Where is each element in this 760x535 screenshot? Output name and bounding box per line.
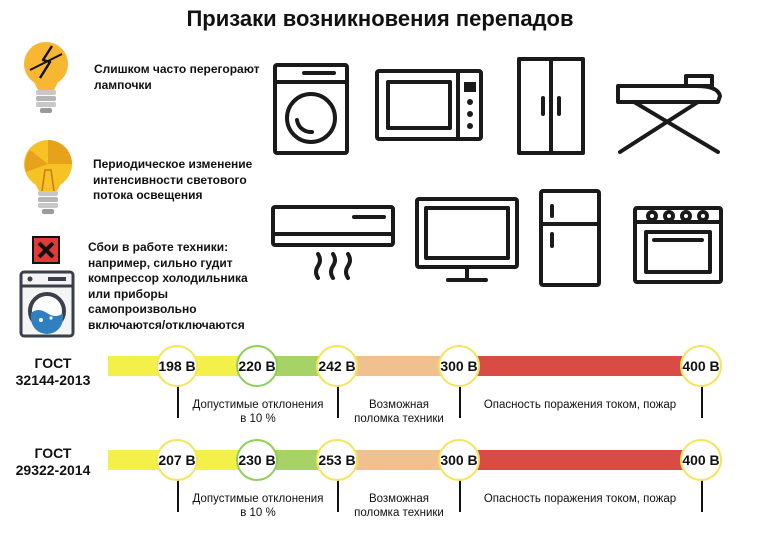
voltage-max-2: 253 В: [316, 439, 358, 481]
sign-text-flicker: Периодическое изменение интенсивности св…: [93, 157, 253, 202]
tick-1a: [177, 378, 179, 418]
stove-icon: [633, 206, 723, 284]
voltage-nominal-2: 230 В: [236, 439, 278, 481]
voltage-min-1: 198 В: [156, 345, 198, 387]
gost-label-1-number: 32144-2013: [15, 372, 91, 388]
gost-label-1: ГОСТ 32144-2013: [8, 355, 98, 389]
tv-icon: [415, 197, 519, 282]
voltage-400-2: 400 В: [680, 439, 722, 481]
voltage-nominal-1: 220 В: [236, 345, 278, 387]
gost-label-2: ГОСТ 29322-2014: [8, 445, 98, 479]
refrigerator-icon: [539, 189, 601, 287]
zone-label-allowed-1-line1: Допустимые отклонения: [192, 399, 324, 411]
voltage-400-1: 400 В: [680, 345, 722, 387]
gost-label-2-name: ГОСТ: [34, 445, 72, 461]
burnt-bulb-icon: [24, 42, 68, 113]
sign-text-equipment-faults: Сбои в работе техники: например, сильно …: [88, 240, 248, 332]
gost-label-1-name: ГОСТ: [34, 355, 72, 371]
zone-label-breakdown-1: Возможная поломка техники: [340, 398, 458, 426]
tick-2c: [459, 472, 461, 512]
zone-label-breakdown-2: Возможная поломка техники: [340, 492, 458, 520]
voltage-300-2: 300 В: [438, 439, 480, 481]
air-conditioner-icon: [271, 205, 395, 280]
zone-label-breakdown-1-line2: поломка техники: [354, 413, 444, 425]
wardrobe-icon: [517, 57, 585, 155]
zone-red-1: [460, 356, 702, 376]
voltage-300-1: 300 В: [438, 345, 480, 387]
voltage-max-1: 242 В: [316, 345, 358, 387]
zone-label-allowed-2-line1: Допустимые отклонения: [192, 493, 324, 505]
zone-label-allowed-1: Допустимые отклонения в 10 %: [180, 398, 336, 426]
tick-2b: [337, 472, 339, 512]
ironing-board-icon: [616, 74, 722, 154]
zone-red-2: [460, 450, 702, 470]
zone-label-danger-2: Опасность поражения током, пожар: [483, 493, 677, 505]
zone-peach-2: [338, 450, 460, 470]
broken-washer-icon: [19, 236, 75, 338]
tick-2d: [701, 472, 703, 512]
zone-label-allowed-1-line2: в 10 %: [240, 413, 276, 425]
microwave-icon: [375, 69, 483, 141]
tick-1b: [337, 378, 339, 418]
zone-label-breakdown-2-line2: поломка техники: [354, 507, 444, 519]
zone-label-allowed-2-line2: в 10 %: [240, 507, 276, 519]
zone-label-breakdown-2-line1: Возможная: [368, 493, 430, 505]
zone-peach-1: [338, 356, 460, 376]
tick-1c: [459, 378, 461, 418]
flickering-bulb-icon: [24, 140, 72, 214]
zone-label-danger-1: Опасность поражения током, пожар: [483, 399, 677, 411]
gost-label-2-number: 29322-2014: [15, 462, 91, 478]
zone-label-breakdown-1-line1: Возможная: [368, 399, 430, 411]
zone-label-allowed-2: Допустимые отклонения в 10 %: [180, 492, 336, 520]
page-title: Призаки возникновения перепадов: [186, 6, 574, 31]
tick-1d: [701, 378, 703, 418]
tick-2a: [177, 472, 179, 512]
voltage-min-2: 207 В: [156, 439, 198, 481]
sign-text-burnt-bulbs: Слишком часто перегорают лампочки: [94, 62, 260, 92]
washing-machine-icon: [273, 63, 349, 155]
